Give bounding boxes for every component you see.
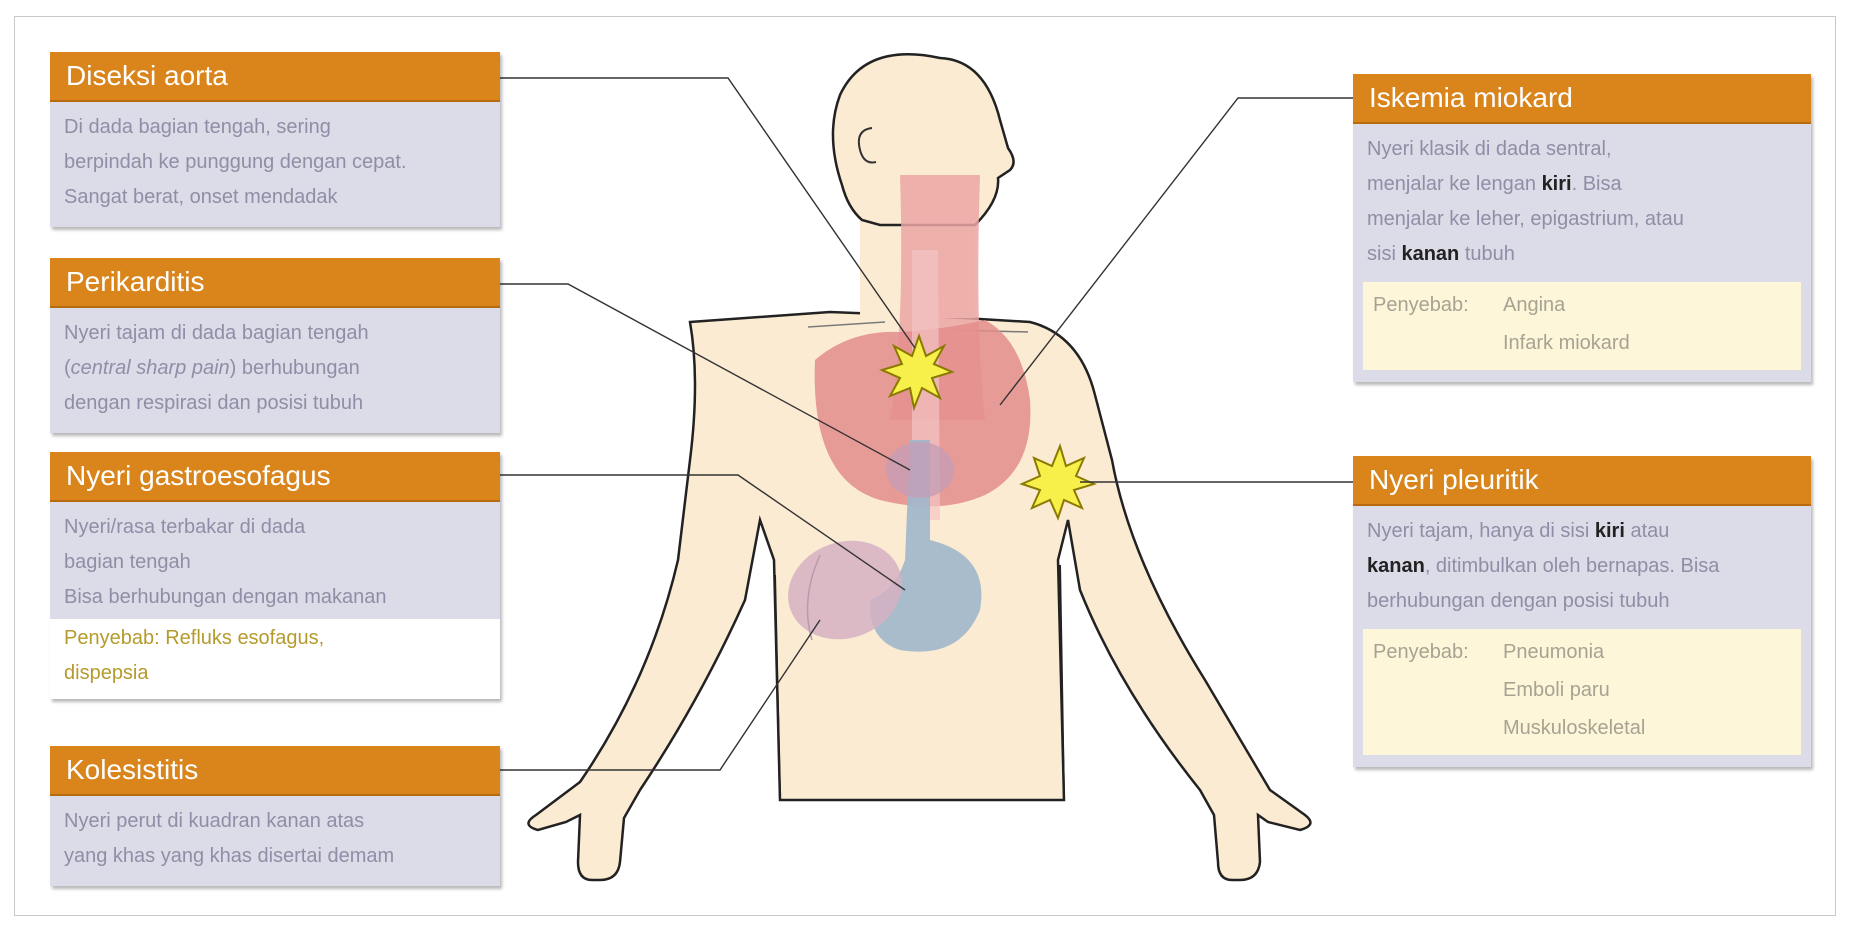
gastro-cause-line-2: dispepsia <box>64 656 486 691</box>
pleuritik-cause-label: Penyebab: <box>1373 633 1503 747</box>
pleuritik-line-1b: atau <box>1625 520 1669 542</box>
box-gastroesofagus: Nyeri gastroesofagus Nyeri/rasa terbakar… <box>50 452 500 699</box>
body-nyeri-pleuritik: Nyeri tajam, hanya di sisi kiri atau kan… <box>1353 506 1811 767</box>
iskemia-cause-list: Angina Infark miokard <box>1503 286 1791 362</box>
pleuritik-line-1: Nyeri tajam, hanya di sisi kiri atau <box>1367 514 1797 549</box>
iskemia-line-1: Nyeri klasik di dada sentral, <box>1367 132 1797 167</box>
box-kolesistitis: Kolesistitis Nyeri perut di kuadran kana… <box>50 746 500 886</box>
box-nyeri-pleuritik: Nyeri pleuritik Nyeri tajam, hanya di si… <box>1353 456 1811 767</box>
iskemia-line-2a: menjalar ke lengan <box>1367 173 1542 195</box>
perikarditis-line-2-rest: ) berhubungan <box>230 357 360 379</box>
title-gastroesofagus: Nyeri gastroesofagus <box>50 452 500 502</box>
diseksi-line-2: berpindah ke punggung dengan cepat. <box>64 145 486 180</box>
iskemia-line-4a: sisi <box>1367 243 1401 265</box>
pleuritik-cause-panel: Penyebab: Pneumonia Emboli paru Muskulos… <box>1363 629 1801 755</box>
pleuritik-kiri: kiri <box>1595 520 1625 542</box>
box-iskemia-miokard: Iskemia miokard Nyeri klasik di dada sen… <box>1353 74 1811 382</box>
perikarditis-line-2: (central sharp pain) berhubungan <box>64 351 486 386</box>
paren-open: ( <box>64 357 71 379</box>
gastro-cause-line-1: Penyebab: Refluks esofagus, <box>64 621 486 656</box>
perikarditis-line-1: Nyeri tajam di dada bagian tengah <box>64 316 486 351</box>
gastro-cause: Penyebab: Refluks esofagus, dispepsia <box>50 619 500 699</box>
title-diseksi-aorta: Diseksi aorta <box>50 52 500 102</box>
title-perikarditis: Perikarditis <box>50 258 500 308</box>
iskemia-line-4: sisi kanan tubuh <box>1367 237 1797 272</box>
box-perikarditis: Perikarditis Nyeri tajam di dada bagian … <box>50 258 500 433</box>
pleuritik-cause-list: Pneumonia Emboli paru Muskuloskeletal <box>1503 633 1791 747</box>
central-sharp-pain-term: central sharp pain <box>71 357 230 379</box>
body-gastroesofagus: Nyeri/rasa terbakar di dada bagian tenga… <box>50 502 500 699</box>
cause-infark: Infark miokard <box>1503 324 1791 362</box>
perikarditis-line-3: dengan respirasi dan posisi tubuh <box>64 386 486 421</box>
title-iskemia-miokard: Iskemia miokard <box>1353 74 1811 124</box>
title-nyeri-pleuritik: Nyeri pleuritik <box>1353 456 1811 506</box>
diseksi-line-1: Di dada bagian tengah, sering <box>64 110 486 145</box>
iskemia-line-2: menjalar ke lengan kiri. Bisa <box>1367 167 1797 202</box>
pleuritik-line-3: berhubungan dengan posisi tubuh <box>1367 584 1797 619</box>
diseksi-line-3: Sangat berat, onset mendadak <box>64 180 486 215</box>
gastro-line-1: Nyeri/rasa terbakar di dada <box>64 510 486 545</box>
iskemia-line-4b: tubuh <box>1459 243 1515 265</box>
iskemia-kanan: kanan <box>1401 243 1459 265</box>
oesophagus-junction <box>886 442 954 498</box>
pleuritik-kanan: kanan <box>1367 555 1425 577</box>
title-kolesistitis: Kolesistitis <box>50 746 500 796</box>
kolesistitis-line-1: Nyeri perut di kuadran kanan atas <box>64 804 486 839</box>
cause-muskuloskeletal: Muskuloskeletal <box>1503 709 1791 747</box>
gastro-line-2: bagian tengah <box>64 545 486 580</box>
body-diseksi-aorta: Di dada bagian tengah, sering berpindah … <box>50 102 500 227</box>
pleuritik-line-2b: , ditimbulkan oleh bernapas. Bisa <box>1425 555 1720 577</box>
cause-pneumonia: Pneumonia <box>1503 633 1791 671</box>
box-diseksi-aorta: Diseksi aorta Di dada bagian tengah, ser… <box>50 52 500 227</box>
body-perikarditis: Nyeri tajam di dada bagian tengah (centr… <box>50 308 500 433</box>
body-iskemia-miokard: Nyeri klasik di dada sentral, menjalar k… <box>1353 124 1811 382</box>
iskemia-line-2b: . Bisa <box>1572 173 1622 195</box>
body-kolesistitis: Nyeri perut di kuadran kanan atas yang k… <box>50 796 500 886</box>
iskemia-cause-label: Penyebab: <box>1373 286 1503 362</box>
iskemia-line-3: menjalar ke leher, epigastrium, atau <box>1367 202 1797 237</box>
kolesistitis-line-2: yang khas yang khas disertai demam <box>64 839 486 874</box>
pleuritik-line-1a: Nyeri tajam, hanya di sisi <box>1367 520 1595 542</box>
cause-angina: Angina <box>1503 286 1791 324</box>
pleuritik-line-2: kanan, ditimbulkan oleh bernapas. Bisa <box>1367 549 1797 584</box>
iskemia-cause-panel: Penyebab: Angina Infark miokard <box>1363 282 1801 370</box>
cause-emboli: Emboli paru <box>1503 671 1791 709</box>
iskemia-kiri: kiri <box>1542 173 1572 195</box>
gastro-line-3: Bisa berhubungan dengan makanan <box>64 580 486 615</box>
